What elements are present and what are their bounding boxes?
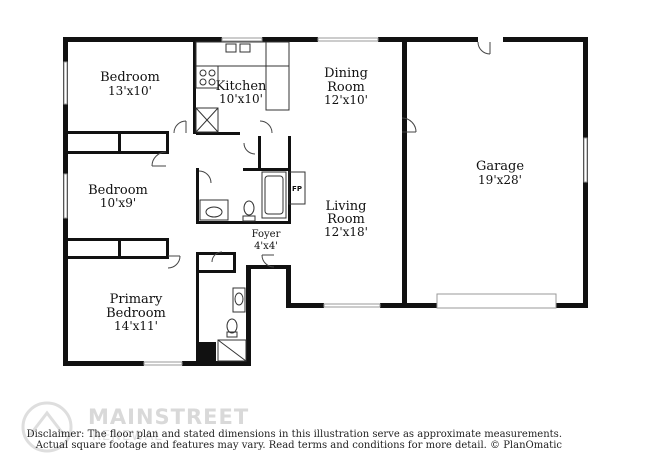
doors: [151, 41, 491, 269]
living-name-2: Room: [327, 212, 365, 227]
bedroom-1-name: Bedroom: [100, 70, 160, 85]
garage-dims: 19'x28': [478, 173, 522, 187]
bedroom-2-name: Bedroom: [88, 183, 148, 198]
primary-dims: 14'x11': [114, 319, 158, 333]
bedroom-2-dims: 10'x9': [100, 196, 136, 210]
living-name-1: Living: [326, 199, 367, 214]
living-dims: 12'x18': [324, 225, 368, 239]
watermark-sub: RENEWAL: [92, 429, 163, 444]
kitchen-dims: 10'x10': [219, 92, 263, 106]
kitchen-name: Kitchen: [216, 79, 267, 94]
water-heater: [199, 342, 216, 362]
dining-name-2: Room: [327, 80, 365, 95]
primary-name-2: Bedroom: [106, 306, 166, 321]
brand-logo-mark: [21, 401, 73, 453]
kitchen-fixtures: [195, 41, 290, 133]
dining-name-1: Dining: [324, 66, 368, 81]
foyer-name: Foyer: [252, 229, 281, 240]
disclaimer-line-1: Disclaimer: The floor plan and stated di…: [26, 429, 562, 440]
fireplace-label: FP: [292, 185, 302, 193]
windows: [63, 37, 588, 366]
dining-dims: 12'x10': [324, 93, 368, 107]
bedroom-1-dims: 13'x10': [108, 84, 152, 98]
foyer-dims: 4'x4': [254, 241, 278, 252]
room-labels: Bedroom 13'x10' Kitchen 10'x10' Dining R…: [88, 66, 524, 333]
garage-name: Garage: [476, 159, 524, 174]
disclaimer-line-2: Actual square footage and features may v…: [35, 440, 562, 451]
watermark-word: MAINSTREET: [88, 405, 250, 429]
primary-name-1: Primary: [110, 292, 163, 307]
bath-fixtures: [199, 171, 306, 362]
